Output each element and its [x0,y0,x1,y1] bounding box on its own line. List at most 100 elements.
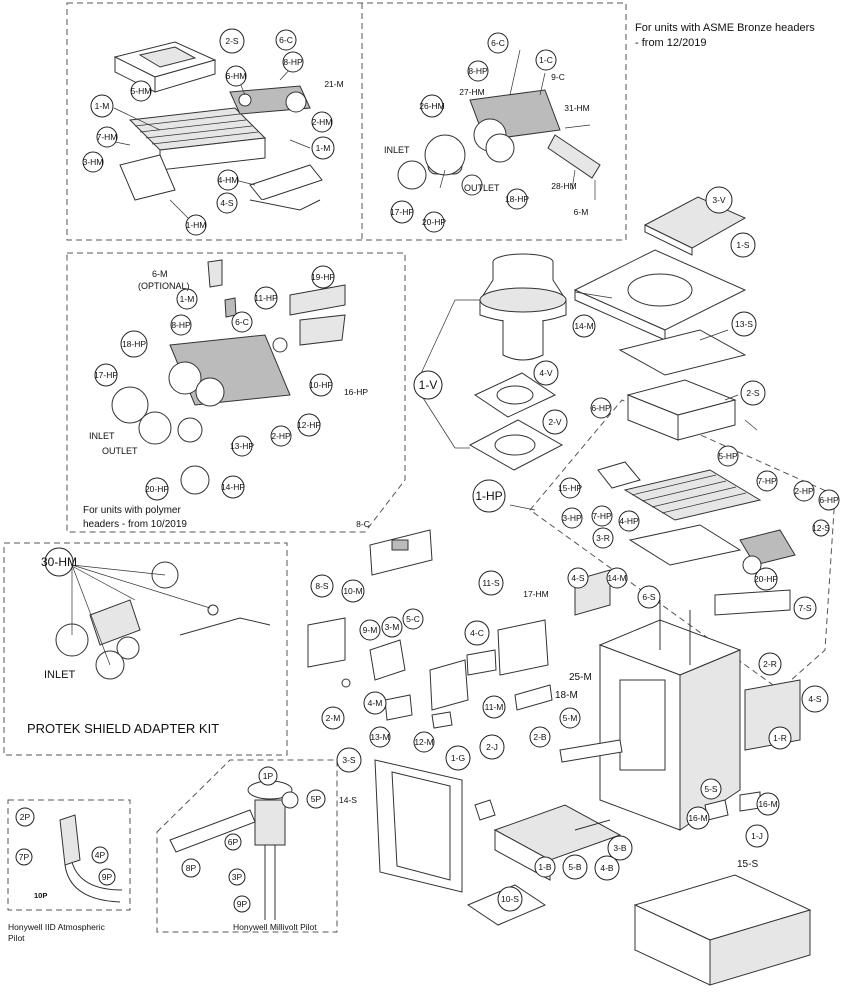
callout-text: 5P [311,794,322,804]
callout-7-s: 7-S [793,596,817,620]
callout-circle [275,29,297,51]
callout-7-hm: 7-HM [96,126,118,148]
callout-17-hp: 17-HP [390,200,414,224]
callout-circle [818,489,840,511]
callout-text: 2P [20,812,31,822]
iid-pilot-caption-line2: Pilot [8,933,25,943]
callout-11-hp: 11-HP [254,286,278,310]
callout-circle [606,567,628,589]
callout-text: 3-R [596,533,610,543]
callout-3p: 3P [228,868,246,886]
callout-14-hp: 14-HP [221,475,245,499]
callout-circle [559,477,581,499]
callout-circle [224,833,242,851]
callout-circle [44,547,74,577]
polymer-header [111,259,346,495]
callout-circle [91,846,109,864]
callout-6-m: 6-M [574,207,589,217]
callout-circle [793,480,815,502]
base-pan [633,874,812,986]
label-25m: 25-M [569,672,592,683]
callout-circle [572,314,596,338]
callout-text: 10-M [343,586,362,596]
cabinet [574,569,801,831]
callout-12-m: 12-M [413,731,435,753]
callout-8-s: 8-S [310,574,334,598]
callout-2p: 2P [15,807,35,827]
callout-text: 2-M [326,713,341,723]
callout-12-hp: 12-HP [297,413,321,437]
callout-14-m: 14-M [606,567,628,589]
callout-text: 2-HP [271,431,291,441]
callout-16-m: 16-M [756,792,780,816]
callout-1-s: 1-S [730,232,756,258]
callout-text: 5-M [563,713,578,723]
callout-text: 8P [186,863,197,873]
callout-circle [225,65,247,87]
callout-circle [120,330,148,358]
callout-circle [297,413,321,437]
callout-text: 1-S [736,240,750,250]
callout-text: 3-HP [562,513,582,523]
callout-7-hp: 7-HP [591,505,613,527]
callout-circle [176,288,198,310]
callout-text: 5-B [568,862,582,872]
callout-circle [590,397,612,419]
header-manifold-asme [229,85,311,115]
callout-text: 1P [263,771,274,781]
callout-circle [336,747,362,773]
callout-1-m: 1-M [311,136,335,160]
callout-circle [812,519,830,537]
callout-28-hm: 28-HM [551,181,577,191]
callout-circle [145,477,169,501]
optional-line2: (OPTIONAL) [138,281,190,291]
inlet-protek-label: INLET [44,669,75,681]
millivolt-pilot-box [156,759,338,933]
callout-text: 26-HM [419,101,445,111]
callout-text: 21-M [324,79,343,89]
callout-circle [390,200,414,224]
callout-text: 2-S [746,388,760,398]
callout-4-hm: 4-HM [217,169,239,191]
callout-text: 1-C [539,55,553,65]
callout-4-s: 4-S [216,192,238,214]
callout-9-c: 9-C [551,72,565,82]
callout-1-m: 1-M [90,94,114,118]
callout-17-hp: 17-HP [94,363,118,387]
callout-21-m: 21-M [324,79,343,89]
callout-3-m: 3-M [381,616,403,638]
callout-circle [561,507,583,529]
callout-text: 1-M [95,101,110,111]
callout-text: 16-M [758,799,777,809]
callout-6-hp: 6-HP [818,489,840,511]
callout-circle [185,214,207,236]
callout-10-m: 10-M [341,579,365,603]
callout-11-m: 11-M [482,695,506,719]
callout-text: 4-S [571,573,585,583]
callout-13-hp: 13-HP [230,435,254,457]
callout-3-b: 3-B [607,835,633,861]
callout-8-c: 8-C [356,519,370,529]
callout-circle [420,94,444,118]
callout-1p: 1P [258,766,278,786]
callout-text: 8-HP [283,57,303,67]
callout-circle [254,286,278,310]
callout-1-hp: 1-HP [472,479,506,513]
callout-2-s: 2-S [740,380,766,406]
label-15s: 15-S [737,859,758,870]
inlet-asme-label: INLET [384,145,410,155]
callout-text: 6-C [491,38,505,48]
iid-pilot-parts [59,814,123,903]
callout-text: 6-HM [226,71,247,81]
callout-text: 6-C [235,317,249,327]
callout-text: 2-J [486,742,498,752]
callout-text: 1-HP [475,489,502,503]
callout-6-c: 6-C [487,32,509,54]
callout-5-hp: 5-HP [717,445,739,467]
callout-text: 3P [232,872,243,882]
callout-text: 7-HP [592,511,612,521]
callout-text: 1-M [180,294,195,304]
baffle-plate-asme [249,164,323,211]
callout-3-hp: 3-HP [561,507,583,529]
